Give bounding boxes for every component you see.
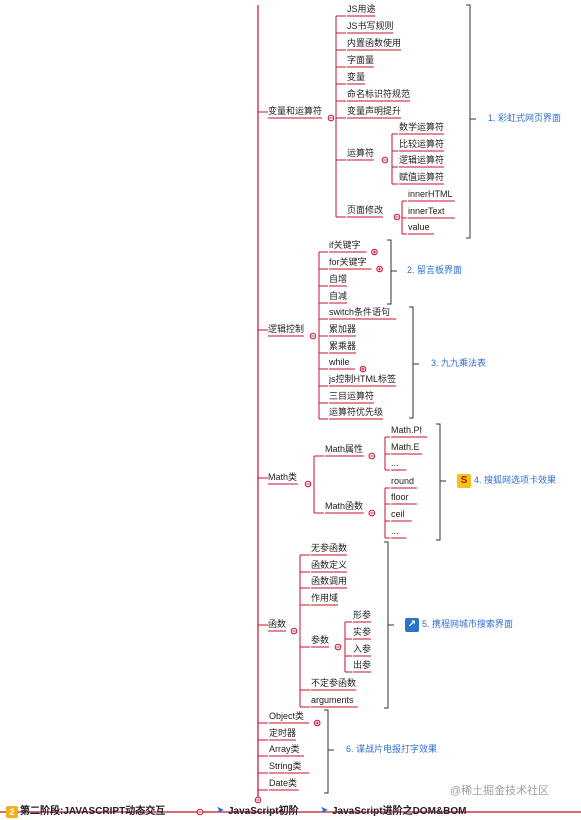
class-node-2[interactable]: Array类 bbox=[269, 744, 300, 754]
function-node-0[interactable]: 无参函数 bbox=[311, 543, 348, 553]
node-2[interactable]: 内置函数使用 bbox=[347, 38, 402, 48]
math-func-3[interactable]: ... bbox=[391, 526, 399, 536]
page-modify-1[interactable]: innerText bbox=[408, 206, 445, 216]
branch-arrow-icon: ➤ bbox=[320, 805, 329, 816]
task-label-4[interactable]: 4. 搜狐网选项卡效果 bbox=[474, 475, 557, 485]
math-prop-2[interactable]: ... bbox=[391, 458, 399, 468]
logic-node-6[interactable]: 累乘器 bbox=[329, 341, 357, 351]
task-bracket-4 bbox=[436, 423, 441, 541]
math-func-1[interactable]: floor bbox=[391, 492, 409, 502]
class-node-3[interactable]: String类 bbox=[269, 761, 302, 771]
node-3[interactable]: 字面量 bbox=[347, 55, 375, 65]
math-func-0[interactable]: round bbox=[391, 476, 415, 486]
logic-node-3[interactable]: 自减 bbox=[329, 291, 348, 301]
group-functions[interactable]: 函数 bbox=[268, 619, 287, 629]
function-node-6[interactable]: arguments bbox=[311, 695, 354, 705]
group-variables-operators[interactable]: 变量和运算符 bbox=[268, 106, 323, 116]
page-modify-0[interactable]: innerHTML bbox=[408, 189, 453, 199]
logic-node-7[interactable]: while bbox=[329, 357, 350, 367]
task-bracket-2 bbox=[387, 239, 392, 305]
param-2[interactable]: 入参 bbox=[353, 644, 372, 654]
task-label-2[interactable]: 2. 留言板界面 bbox=[407, 265, 463, 275]
function-node-1[interactable]: 函数定义 bbox=[311, 560, 348, 570]
function-node-4[interactable]: 参数 bbox=[311, 635, 330, 645]
stage-number-badge: 2 bbox=[6, 806, 18, 818]
node-5[interactable]: 命名标识符规范 bbox=[347, 89, 411, 99]
operator-3[interactable]: 赋值运算符 bbox=[399, 172, 445, 182]
node-0[interactable]: JS用途 bbox=[347, 4, 376, 14]
param-0[interactable]: 形参 bbox=[353, 610, 372, 620]
node-1[interactable]: JS书写规则 bbox=[347, 21, 394, 31]
task-bracket-5 bbox=[384, 541, 389, 709]
function-node-3[interactable]: 作用域 bbox=[311, 593, 339, 603]
function-node-2[interactable]: 函数调用 bbox=[311, 576, 348, 586]
task-label-1[interactable]: 1. 彩虹式网页界面 bbox=[488, 113, 562, 123]
branch-arrow-icon: ➤ bbox=[216, 805, 225, 816]
param-1[interactable]: 实参 bbox=[353, 627, 372, 637]
watermark: @稀土掘金技术社区 bbox=[450, 785, 550, 797]
task-label-6[interactable]: 6. 谍战片电报打字效果 bbox=[346, 744, 438, 754]
math-node-1[interactable]: Math函数 bbox=[325, 501, 364, 511]
task-bracket-1 bbox=[466, 4, 471, 239]
node-7[interactable]: 运算符 bbox=[347, 148, 375, 158]
logic-node-0[interactable]: if关键字 bbox=[329, 240, 361, 250]
param-3[interactable]: 出参 bbox=[353, 660, 372, 670]
map-icon: ↗ bbox=[405, 618, 419, 632]
operator-2[interactable]: 逻辑运算符 bbox=[399, 155, 445, 165]
node-javascript-dom-bom[interactable]: JavaScript进阶之DOM&BOM bbox=[332, 806, 467, 817]
logic-node-4[interactable]: switch条件语句 bbox=[329, 307, 391, 317]
math-func-2[interactable]: ceil bbox=[391, 509, 405, 519]
logic-node-5[interactable]: 累加器 bbox=[329, 324, 357, 334]
operator-0[interactable]: 数学运算符 bbox=[399, 122, 445, 132]
node-8[interactable]: 页面修改 bbox=[347, 205, 384, 215]
class-node-4[interactable]: Date类 bbox=[269, 778, 298, 788]
node-javascript-basic[interactable]: JavaScript初阶 bbox=[228, 806, 299, 817]
logic-node-2[interactable]: 自增 bbox=[329, 274, 348, 284]
class-node-1[interactable]: 定时器 bbox=[269, 728, 297, 738]
group-math-class[interactable]: Math类 bbox=[268, 472, 298, 482]
task-label-5[interactable]: 5. 携程网城市搜索界面 bbox=[422, 619, 514, 629]
task-label-3[interactable]: 3. 九九乘法表 bbox=[431, 358, 487, 368]
sohu-logo-icon: S bbox=[457, 474, 471, 488]
logic-node-8[interactable]: js控制HTML标签 bbox=[329, 374, 396, 384]
node-6[interactable]: 变量声明提升 bbox=[347, 106, 402, 116]
logic-node-1[interactable]: for关键字 bbox=[329, 257, 367, 267]
operator-1[interactable]: 比较运算符 bbox=[399, 139, 445, 149]
page-modify-2[interactable]: value bbox=[408, 222, 430, 232]
function-node-5[interactable]: 不定参函数 bbox=[311, 678, 357, 688]
task-bracket-6 bbox=[324, 709, 329, 794]
math-node-0[interactable]: Math属性 bbox=[325, 444, 364, 454]
logic-node-9[interactable]: 三目运算符 bbox=[329, 391, 375, 401]
math-prop-1[interactable]: Math.E bbox=[391, 442, 420, 452]
task-bracket-3 bbox=[409, 306, 414, 419]
class-node-0[interactable]: Object类 bbox=[269, 711, 305, 721]
group-logic-control[interactable]: 逻辑控制 bbox=[268, 324, 305, 334]
logic-node-10[interactable]: 运算符优先级 bbox=[329, 407, 384, 417]
stage-title[interactable]: 第二阶段:JAVASCRIPT动态交互 bbox=[20, 806, 166, 817]
math-prop-0[interactable]: Math.PI bbox=[391, 425, 423, 435]
node-4[interactable]: 变量 bbox=[347, 72, 366, 82]
